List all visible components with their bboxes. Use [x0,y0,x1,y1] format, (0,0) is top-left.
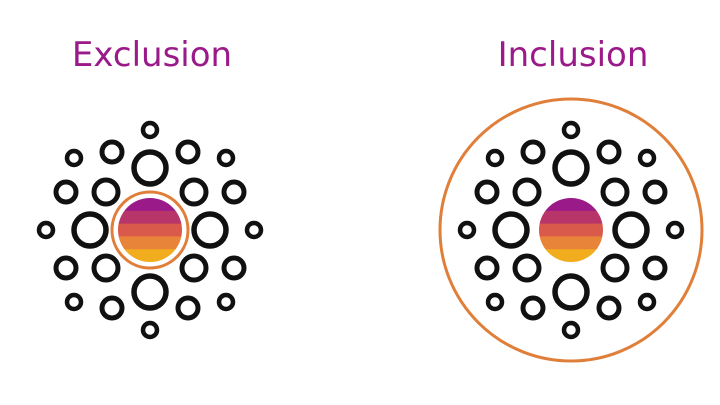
ring-circle [140,120,160,140]
ring-circle [642,179,668,205]
exclusion-title: Exclusion [71,35,233,75]
ring-circle [612,211,650,249]
center-stripe [539,210,603,225]
ring-circle [64,148,84,168]
ring-circle [492,211,530,249]
ring-circle [474,255,500,281]
ring-circle [179,177,209,207]
ring-circle [91,253,121,283]
exclusion-boundary-circle [110,190,190,270]
ring-circle [53,255,79,281]
ring-circle [520,295,546,321]
center-stripe [539,198,603,212]
center-circle [539,198,603,262]
ring-circle [457,220,477,240]
ring-circle [36,220,56,240]
ring-circle [53,179,79,205]
ring-circle [216,292,236,312]
ring-circle [131,149,169,187]
ring-circle [485,292,505,312]
ring-circle [175,295,201,321]
center-stripe [118,223,182,237]
ring-circle [552,149,590,187]
ring-circle [596,139,622,165]
ring-circle [99,139,125,165]
ring-circle [99,295,125,321]
exclusion-group [36,120,264,340]
ring-circle [596,295,622,321]
ring-circle [520,139,546,165]
ring-circle [561,320,581,340]
ring-circle [91,177,121,207]
ring-circle [64,292,84,312]
center-stripe [539,223,603,237]
ring-circle [637,292,657,312]
ring-circle [665,220,685,240]
ring-circle [221,179,247,205]
ring-circle [561,120,581,140]
inclusion-boundary-circle [438,97,704,363]
center-stripe [539,236,603,250]
ring-circle [140,320,160,340]
ring-circle [71,211,109,249]
ring-circle [600,253,630,283]
ring-circle [131,273,169,311]
ring-circle [552,273,590,311]
ring-circle [221,255,247,281]
inclusion-group [438,97,704,363]
ring-circle [474,179,500,205]
ring-circle [216,148,236,168]
ring-circle [191,211,229,249]
ring-circle [512,177,542,207]
inclusion-title: Inclusion [497,35,649,75]
ring-circle [175,139,201,165]
ring-circle [179,253,209,283]
ring-circle [600,177,630,207]
center-stripe [539,249,603,262]
center-stripe [118,236,182,250]
ring-circle [244,220,264,240]
ring-circle [512,253,542,283]
ring-circle [485,148,505,168]
ring-circle [642,255,668,281]
ring-circle [637,148,657,168]
center-circle [118,198,182,262]
center-stripe [118,210,182,225]
